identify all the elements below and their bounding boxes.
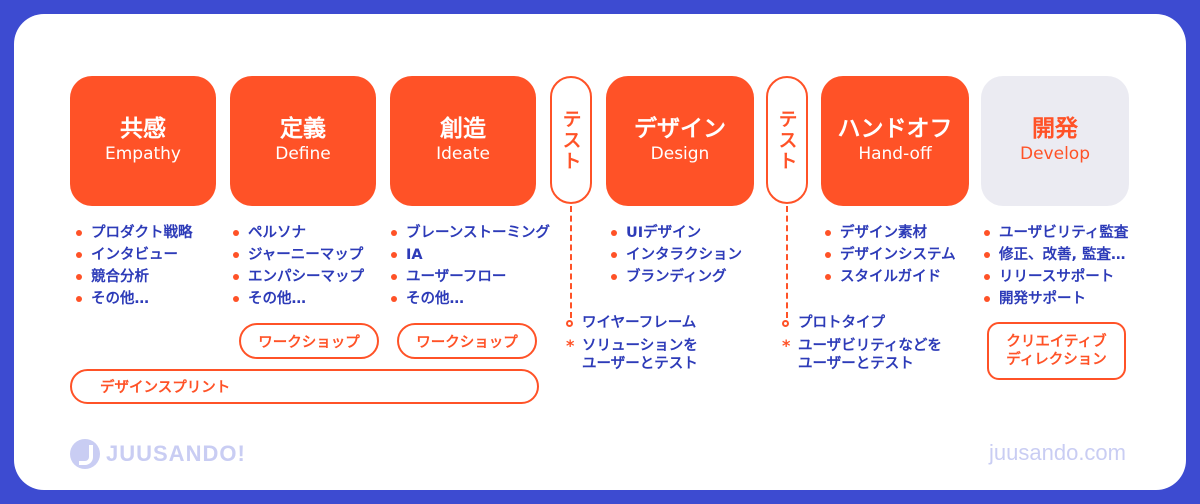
stage-develop: 開発 Develop [981,76,1129,206]
define-list: ペルソナ ジャーニーマップ エンパシーマップ その他… [233,222,364,310]
circle-icon [782,320,789,327]
circle-icon [566,320,573,327]
stage-empathy: 共感 Empathy [70,76,216,206]
ideate-list: ブレーンストーミング IA ユーザーフロー その他… [391,222,550,310]
design-sprint-button[interactable]: デザインスプリント [70,369,539,404]
list-item: プロダクト戦略 [76,222,193,244]
note-star-line: ユーザビリティなどを [798,338,942,354]
stage-title: デザイン [634,115,726,142]
creative-direction-line: ディレクション [1006,352,1107,368]
juusando-logo-icon [70,439,100,469]
stage-define: 定義 Define [230,76,376,206]
list-item: デザインシステム [825,244,956,266]
note-star-line: ソリューションを [582,338,698,354]
list-item: インタビュー [76,244,193,266]
list-item: その他… [391,288,550,310]
stage-title: 定義 [280,115,326,142]
note-star-line: ユーザーとテスト [798,356,914,372]
creative-direction-button[interactable]: クリエイティブ ディレクション [987,322,1126,380]
stage-title: ハンドオフ [837,115,953,142]
stage-title: 開発 [1032,115,1078,142]
stage-subtitle: Define [275,144,331,165]
list-item: スタイルガイド [825,266,956,288]
list-item: 修正、改善, 監査… [984,244,1128,266]
workshop-button-ideate[interactable]: ワークショップ [397,323,537,359]
list-item: UIデザイン [611,222,742,244]
brand-logo-text: JUUSANDO! [106,441,246,466]
list-item: インタラクション [611,244,742,266]
list-item: ジャーニーマップ [233,244,364,266]
empathy-list: プロダクト戦略 インタビュー 競合分析 その他… [76,222,193,310]
test-connector-1 [570,206,572,318]
stage-title: 共感 [120,115,166,142]
note-item: ワイヤーフレーム [566,314,698,332]
list-item: ユーザビリティ監査 [984,222,1128,244]
handoff-list: デザイン素材 デザインシステム スタイルガイド [825,222,956,288]
stage-ideate: 創造 Ideate [390,76,536,206]
note-item-label: ワイヤーフレーム [582,315,697,331]
list-item: 競合分析 [76,266,193,288]
asterisk-icon: * [782,336,791,355]
note-item: プロトタイプ [782,314,942,332]
test-note-2: プロトタイプ * ユーザビリティなどを ユーザーとテスト [782,314,942,373]
stage-subtitle: Design [650,144,710,165]
list-item: その他… [233,288,364,310]
stage-title: 創造 [440,115,486,142]
note-item-label: プロトタイプ [798,315,885,331]
test-note-1: ワイヤーフレーム * ソリューションを ユーザーとテスト [566,314,698,373]
develop-list: ユーザビリティ監査 修正、改善, 監査… リリースサポート 開発サポート [984,222,1128,310]
list-item: エンパシーマップ [233,266,364,288]
list-item: リリースサポート [984,266,1128,288]
list-item: ユーザーフロー [391,266,550,288]
asterisk-icon: * [566,336,575,355]
list-item: IA [391,244,550,266]
list-item: ブレーンストーミング [391,222,550,244]
test-pill-2: テスト [766,76,808,204]
list-item: デザイン素材 [825,222,956,244]
stage-subtitle: Empathy [104,144,181,165]
test-label: テスト [559,108,582,172]
stage-subtitle: Hand-off [858,144,932,165]
list-item: ペルソナ [233,222,364,244]
stage-subtitle: Ideate [436,144,490,165]
stage-subtitle: Develop [1020,144,1090,165]
note-star-item: * ソリューションを ユーザーとテスト [566,337,698,373]
note-star-item: * ユーザビリティなどを ユーザーとテスト [782,337,942,373]
list-item: ブランディング [611,266,742,288]
stage-design: デザイン Design [606,76,754,206]
list-item: その他… [76,288,193,310]
workshop-button-define[interactable]: ワークショップ [239,323,379,359]
creative-direction-line: クリエイティブ [1006,334,1107,350]
test-connector-2 [786,206,788,318]
stage-handoff: ハンドオフ Hand-off [821,76,969,206]
note-star-line: ユーザーとテスト [582,356,698,372]
design-list: UIデザイン インタラクション ブランディング [611,222,742,288]
list-item: 開発サポート [984,288,1128,310]
test-label: テスト [775,108,798,172]
test-pill-1: テスト [550,76,592,204]
site-url: juusando.com [989,440,1126,465]
brand-logo: JUUSANDO! [70,439,246,469]
